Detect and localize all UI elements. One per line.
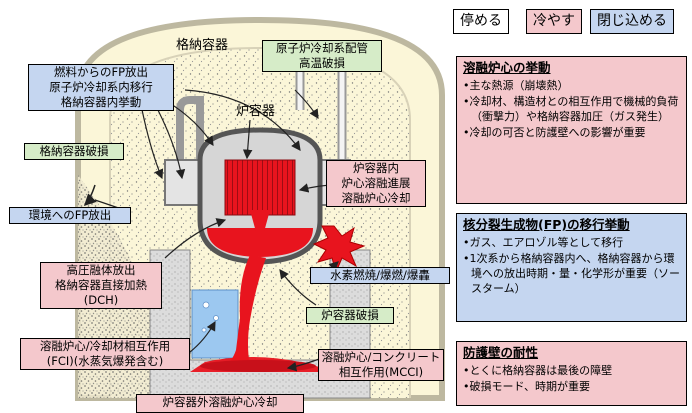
ex-vessel-label: 炉容器外溶融炉心冷却: [136, 394, 304, 413]
phase-contain-badge: 閉じ込める: [590, 9, 674, 34]
panel-fp-transport: 核分裂生成物(FP)の移行挙動 ガス、エアロゾル等として移行 1次系から格納容器…: [456, 213, 687, 322]
panel-molten-core-title: 溶融炉心の挙動: [463, 60, 551, 75]
cv-failure-label: 格納容器破損: [24, 143, 124, 160]
panel-molten-core: 溶融炉心の挙動 主な熱源（崩壊熱） 冷却材、構造材との相互作用で機械的負荷（衝撃…: [456, 56, 687, 204]
fp-release-label: 燃料からのFP放出 原子炉冷却系内移行 格納容器内挙動: [28, 64, 174, 111]
fci-label: 溶融炉心/冷却材相互作用 (FCI)(水蒸気爆発含む): [20, 338, 190, 370]
panel-fp-transport-item: ガス、エアロゾル等として移行: [463, 235, 680, 250]
panel-barrier-item: 破損モード、時期が重要: [463, 379, 680, 394]
rcs-piping-label: 原子炉冷却系配管 高温破損: [262, 40, 382, 72]
molten-jet: [224, 255, 266, 366]
panel-fp-transport-title: 核分裂生成物(FP)の移行挙動: [463, 217, 630, 232]
panel-molten-core-item: 冷却材、構造材との相互作用で機械的負荷（衝撃力）や格納容器加圧（ガス発生）: [463, 94, 680, 124]
reactor-vessel-label: 炉容器: [236, 104, 276, 119]
panel-barrier: 防護壁の耐性 とくに格納容器は最後の障壁 破損モード、時期が重要: [456, 341, 687, 406]
dch-label: 高圧融体放出 格納容器直接加熱 (DCH): [40, 262, 162, 309]
panel-molten-core-item: 主な熱源（崩壊熱）: [463, 78, 680, 93]
containment-vessel-label: 格納容器: [176, 38, 229, 53]
panel-barrier-item: とくに格納容器は最後の障壁: [463, 363, 680, 378]
mcci-label: 溶融炉心/コンクリート 相互作用(MCCI): [318, 349, 444, 381]
hydrogen-burst: [312, 225, 366, 274]
core-region: [224, 159, 296, 216]
env-fp-release-label: 環境へのFP放出: [9, 207, 131, 224]
phase-stop-badge: 停める: [453, 9, 509, 34]
panel-molten-core-item: 冷却の可否と防護壁への影響が重要: [463, 125, 680, 140]
cavity-water: [191, 289, 239, 359]
in-vessel-label: 炉容器内 炉心溶融進展 溶融炉心冷却: [326, 160, 426, 207]
hydrogen-label: 水素燃焼/爆燃/爆轟: [310, 267, 450, 284]
phase-cool-badge: 冷やす: [526, 9, 582, 34]
panel-fp-transport-item: 1次系から格納容器内へ、格納容器から環境への放出時期・量・化学形が重要（ソースタ…: [463, 251, 681, 296]
panel-barrier-title: 防護壁の耐性: [463, 345, 539, 360]
rv-failure-label: 炉容器破損: [306, 307, 394, 324]
